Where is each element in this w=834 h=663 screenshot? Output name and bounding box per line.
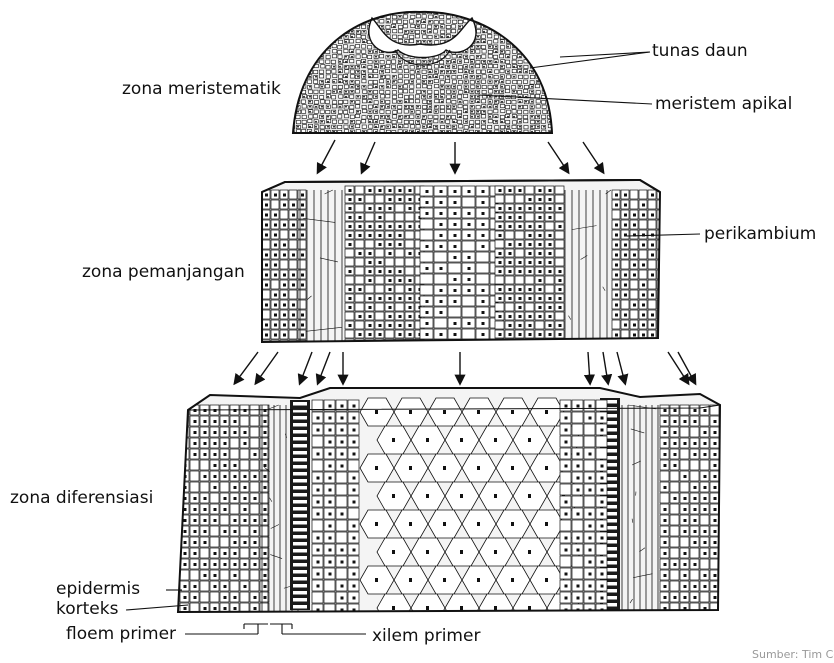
label-tunas-daun: tunas daun [652, 43, 748, 60]
growth-arrow [548, 142, 568, 172]
leader-line [530, 52, 650, 68]
label-zona-pemanjangan: zona pemanjangan [82, 264, 245, 281]
growth-arrow [256, 352, 278, 383]
source-credit: Sumber: Tim Cerdas [752, 648, 834, 661]
label-meristem-apikal: meristem apikal [655, 96, 792, 113]
growth-arrow [583, 142, 603, 172]
label-perikambium: perikambium [704, 226, 816, 243]
elongation-zone-section [260, 178, 665, 350]
growth-arrow [362, 142, 375, 172]
label-epidermis: epidermis [56, 581, 140, 598]
growth-arrow [668, 352, 688, 383]
label-korteks: korteks [56, 601, 118, 618]
growth-arrow [588, 352, 590, 383]
label-zona-meristematik: zona meristematik [122, 81, 281, 98]
growth-arrow [300, 352, 312, 383]
growth-arrow [617, 352, 625, 383]
label-floem-primer: floem primer [66, 626, 176, 643]
growth-arrow [318, 140, 335, 172]
leader-line [560, 52, 650, 57]
growth-arrow [678, 352, 695, 383]
differentiation-zone-section [176, 386, 722, 622]
growth-arrow [235, 352, 258, 383]
meristem-zone-section [289, 9, 559, 139]
label-zona-diferensiasi: zona diferensiasi [10, 490, 153, 507]
label-xilem-primer: xilem primer [372, 628, 480, 645]
growth-arrow [318, 352, 330, 383]
growth-arrow [603, 352, 608, 383]
